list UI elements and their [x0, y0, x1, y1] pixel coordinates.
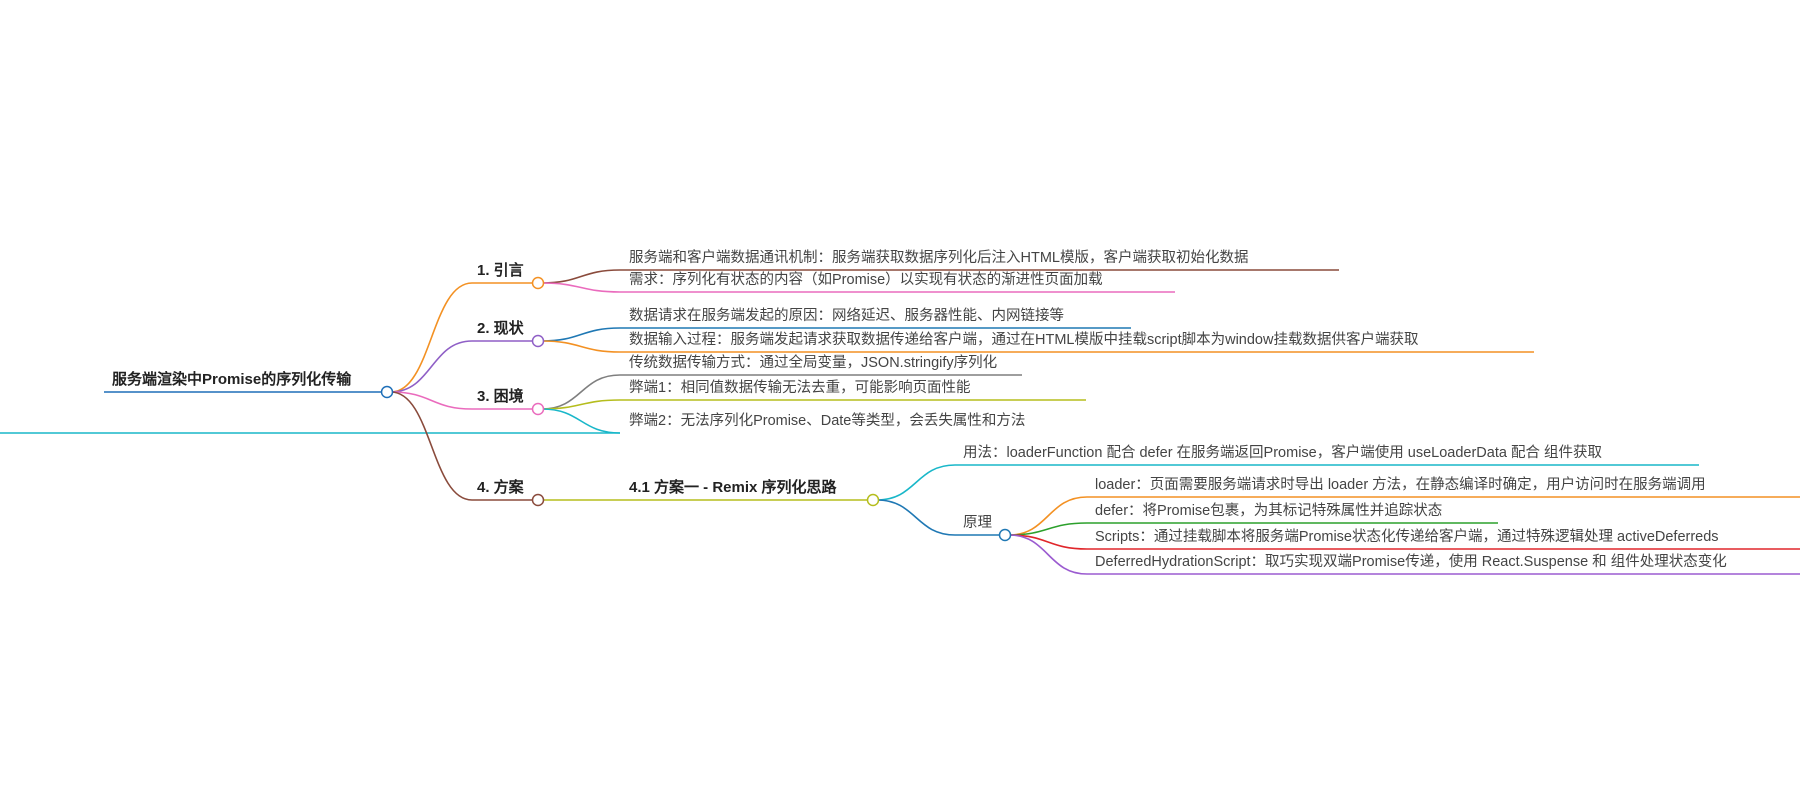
- principle-leaf-connector: [1008, 496, 1088, 536]
- leaf-connector: [541, 269, 621, 284]
- section-3-label: 3. 困境: [477, 387, 524, 405]
- branch-connector: [390, 282, 473, 393]
- leaf-label: 数据请求在服务端发起的原因：网络延迟、服务器性能、内网链接等: [629, 306, 1064, 324]
- section-4-node[interactable]: [531, 493, 545, 507]
- connector-layer: [0, 269, 1800, 575]
- section-2-label: 2. 现状: [477, 319, 525, 337]
- section-2-node[interactable]: [531, 334, 545, 348]
- leaf-connector: [541, 408, 621, 434]
- branch-connector: [390, 391, 473, 501]
- leaf-label: 弊端1：相同值数据传输无法去重，可能影响页面性能: [629, 379, 971, 396]
- section-4-label: 4. 方案: [477, 478, 525, 496]
- leaf-connector: [541, 399, 621, 410]
- principle-leaf-label: Scripts：通过挂载脚本将服务端Promise状态化传递给客户端，通过特殊逻…: [1095, 528, 1719, 545]
- principle-leaf-connector: [1008, 534, 1088, 575]
- node-layer: [380, 276, 1012, 542]
- root-topic: 服务端渲染中Promise的序列化传输: [112, 370, 352, 388]
- root-node[interactable]: [380, 385, 394, 399]
- principle-label: 原理: [963, 515, 992, 531]
- section-1-label: 1. 引言: [477, 261, 524, 279]
- usage-connector: [876, 464, 956, 501]
- usage-label: 用法：loaderFunction 配合 defer 在服务端返回Promise…: [963, 444, 1602, 461]
- branch-connector: [390, 391, 473, 410]
- principle-connector: [876, 499, 956, 536]
- leaf-label: 需求：序列化有状态的内容（如Promise）以实现有状态的渐进性页面加载: [629, 271, 1103, 288]
- leaf-label: 弊端2：无法序列化Promise、Date等类型，会丢失属性和方法: [629, 411, 1025, 429]
- principle-leaf-label: loader：页面需要服务端请求时导出 loader 方法，在静态编译时确定，用…: [1095, 476, 1706, 493]
- leaf-connector: [541, 327, 621, 342]
- leaf-label: 传统数据传输方式：通过全局变量，JSON.stringify序列化: [629, 353, 997, 371]
- subtopic-node[interactable]: [866, 493, 880, 507]
- principle-leaf-label: DeferredHydrationScript：取巧实现双端Promise传递，…: [1095, 553, 1727, 570]
- leaf-connector: [541, 340, 621, 353]
- leaf-connector: [541, 282, 621, 293]
- section-3-node[interactable]: [531, 402, 545, 416]
- principle-node[interactable]: [998, 528, 1012, 542]
- branch-connector: [390, 340, 473, 393]
- principle-leaf-label: defer：将Promise包裹，为其标记特殊属性并追踪状态: [1095, 502, 1442, 519]
- section-1-node[interactable]: [531, 276, 545, 290]
- leaf-label: 数据输入过程：服务端发起请求获取数据传递给客户端，通过在HTML模版中挂载scr…: [629, 331, 1419, 348]
- label-layer: 服务端渲染中Promise的序列化传输 1. 引言 服务端和客户端数据通讯机制：服务…: [112, 249, 1727, 570]
- subtopic-label: 4.1 方案一 - Remix 序列化思路: [629, 478, 838, 496]
- leaf-label: 服务端和客户端数据通讯机制：服务端获取数据序列化后注入HTML模版，客户端获取初…: [629, 249, 1248, 266]
